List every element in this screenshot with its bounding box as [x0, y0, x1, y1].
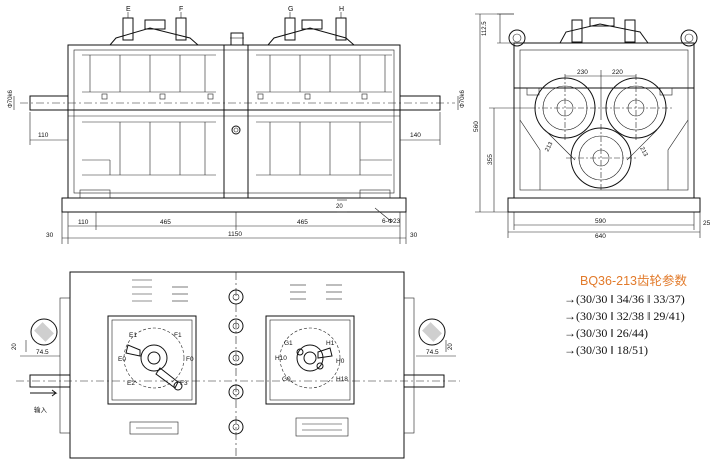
dim-230: 230 — [577, 69, 588, 76]
side-base — [507, 197, 701, 213]
label-g1: G1 — [284, 340, 293, 347]
label-h1: H1 — [326, 340, 335, 347]
side-view: 112.5 560 355 230 220 213 213 590 640 25 — [473, 13, 711, 240]
dim-465a: 465 — [160, 219, 171, 226]
shift-fork-gh — [267, 12, 355, 46]
label-e1: E1 — [129, 332, 137, 339]
shaft-label-e: E — [126, 6, 131, 13]
ratio-row: →(30/30 ‖ 34/36 ‖ 33/37) — [564, 292, 685, 306]
input-label: 输入 — [34, 405, 48, 414]
cover-left — [107, 315, 197, 405]
dim-top-745b: 74.5 — [426, 349, 439, 356]
ratio-row: →(30/30 ‖ 26/44) — [564, 326, 649, 340]
shaft-label-f: F — [179, 6, 183, 13]
dim-30a: 30 — [46, 232, 54, 239]
shaft-label-h: H — [339, 6, 344, 13]
dim-top-20b: 20 — [448, 343, 454, 350]
dim-shaft-left: 110 — [38, 132, 49, 139]
dim-465b: 465 — [297, 219, 308, 226]
dim-dia-right: Φ70k6 — [460, 90, 466, 108]
dim-25: 25 — [703, 220, 711, 227]
ratio-row: →(30/30 ‖ 18/51) — [564, 343, 649, 357]
dim-590: 590 — [595, 218, 606, 225]
cover-right — [265, 315, 355, 405]
label-h0: H0 — [336, 358, 345, 365]
side-housing — [513, 42, 695, 199]
dim-110: 110 — [78, 219, 89, 226]
dim-20: 20 — [336, 204, 343, 210]
shift-fork-ef — [109, 12, 199, 46]
gear-params-title: BQ36-213齿轮参数 — [580, 274, 687, 288]
dim-1150: 1150 — [228, 231, 242, 238]
label-e2: E2 — [127, 380, 135, 387]
dim-112: 112.5 — [482, 21, 488, 36]
front-view: E F G H 110 140 Φ70k6 Φ70k6 110 465 465 … — [8, 6, 466, 244]
label-f1: F1 — [174, 332, 182, 339]
dim-355: 355 — [487, 154, 494, 165]
gear-params-panel: BQ36-213齿轮参数 →(30/30 ‖ 34/36 ‖ 33/37) →(… — [558, 262, 718, 362]
label-h18: H18 — [336, 376, 348, 383]
dim-213b: 213 — [638, 146, 648, 158]
dim-top-20a: 20 — [12, 343, 18, 350]
shaft-section-right — [418, 318, 446, 346]
label-f3: F3 — [180, 380, 188, 387]
ratio-row: →(30/30 ‖ 32/38 ‖ 29/41) — [564, 309, 685, 323]
dim-640: 640 — [595, 233, 606, 240]
dim-bolts: 6-Φ23 — [382, 218, 401, 225]
shaft-section-left — [30, 318, 58, 346]
dim-220: 220 — [612, 69, 623, 76]
dim-213a: 213 — [544, 141, 554, 153]
top-view: E1 E0 E2 F1 F0 F3 G1 G0 H1 H0 H10 H18 — [12, 271, 460, 459]
breather-cap — [230, 32, 244, 46]
shaft-label-g: G — [288, 6, 293, 13]
label-g0: G0 — [282, 376, 291, 383]
front-base — [61, 197, 407, 213]
label-e0: E0 — [118, 356, 126, 363]
dim-shaft-right: 140 — [410, 132, 421, 139]
dim-dia-left: Φ70k6 — [8, 90, 14, 108]
dim-560: 560 — [473, 121, 480, 132]
label-h10: H10 — [275, 355, 287, 362]
dim-top-745a: 74.5 — [36, 349, 49, 356]
dim-30b: 30 — [410, 232, 418, 239]
label-f0: F0 — [186, 356, 194, 363]
